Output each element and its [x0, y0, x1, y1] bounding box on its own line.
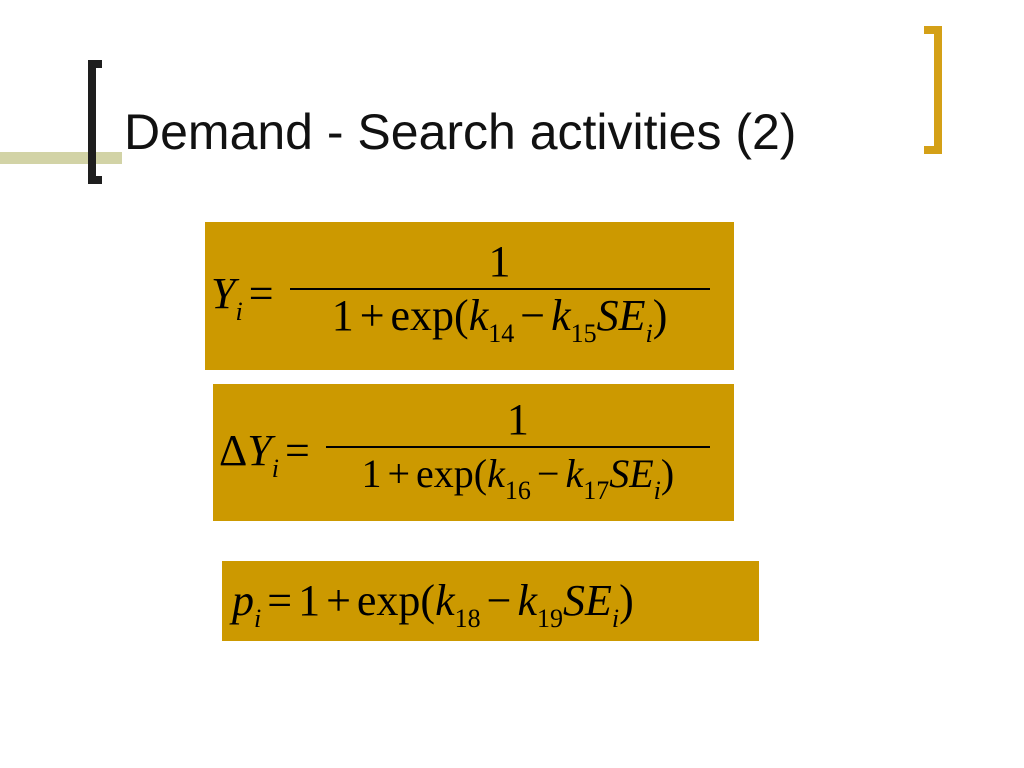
equation-box-3: pi=1+exp(k18−k19SEi): [222, 561, 759, 641]
equation-2: ΔYi= 1 1+exp(k16−k17SEi): [219, 394, 710, 517]
equation-1-denominator: 1+exp(k14−k15SEi): [331, 291, 668, 348]
fraction-bar: [325, 446, 710, 448]
equation-1-fraction: 1 1+exp(k14−k15SEi): [289, 236, 710, 360]
equation-2-fraction: 1 1+exp(k16−k17SEi): [325, 394, 710, 517]
equation-1-lhs: Yi=: [211, 268, 274, 326]
slide-title: Demand - Search activities (2): [124, 104, 797, 160]
equation-box-1: Yi= 1 1+exp(k14−k15SEi): [205, 222, 734, 370]
left-bracket-decoration: [88, 60, 102, 184]
equation-1-numerator: 1: [488, 237, 511, 286]
title-accent-bar: [0, 152, 122, 164]
equation-1: Yi= 1 1+exp(k14−k15SEi): [211, 236, 710, 360]
equation-box-2: ΔYi= 1 1+exp(k16−k17SEi): [213, 384, 734, 521]
equation-2-lhs: ΔYi=: [219, 426, 310, 483]
equation-3: pi=1+exp(k18−k19SEi): [232, 576, 634, 633]
fraction-bar: [289, 288, 710, 290]
equation-2-denominator: 1+exp(k16−k17SEi): [361, 451, 675, 505]
equation-2-numerator: 1: [506, 395, 529, 444]
right-bracket-decoration: [924, 26, 942, 154]
